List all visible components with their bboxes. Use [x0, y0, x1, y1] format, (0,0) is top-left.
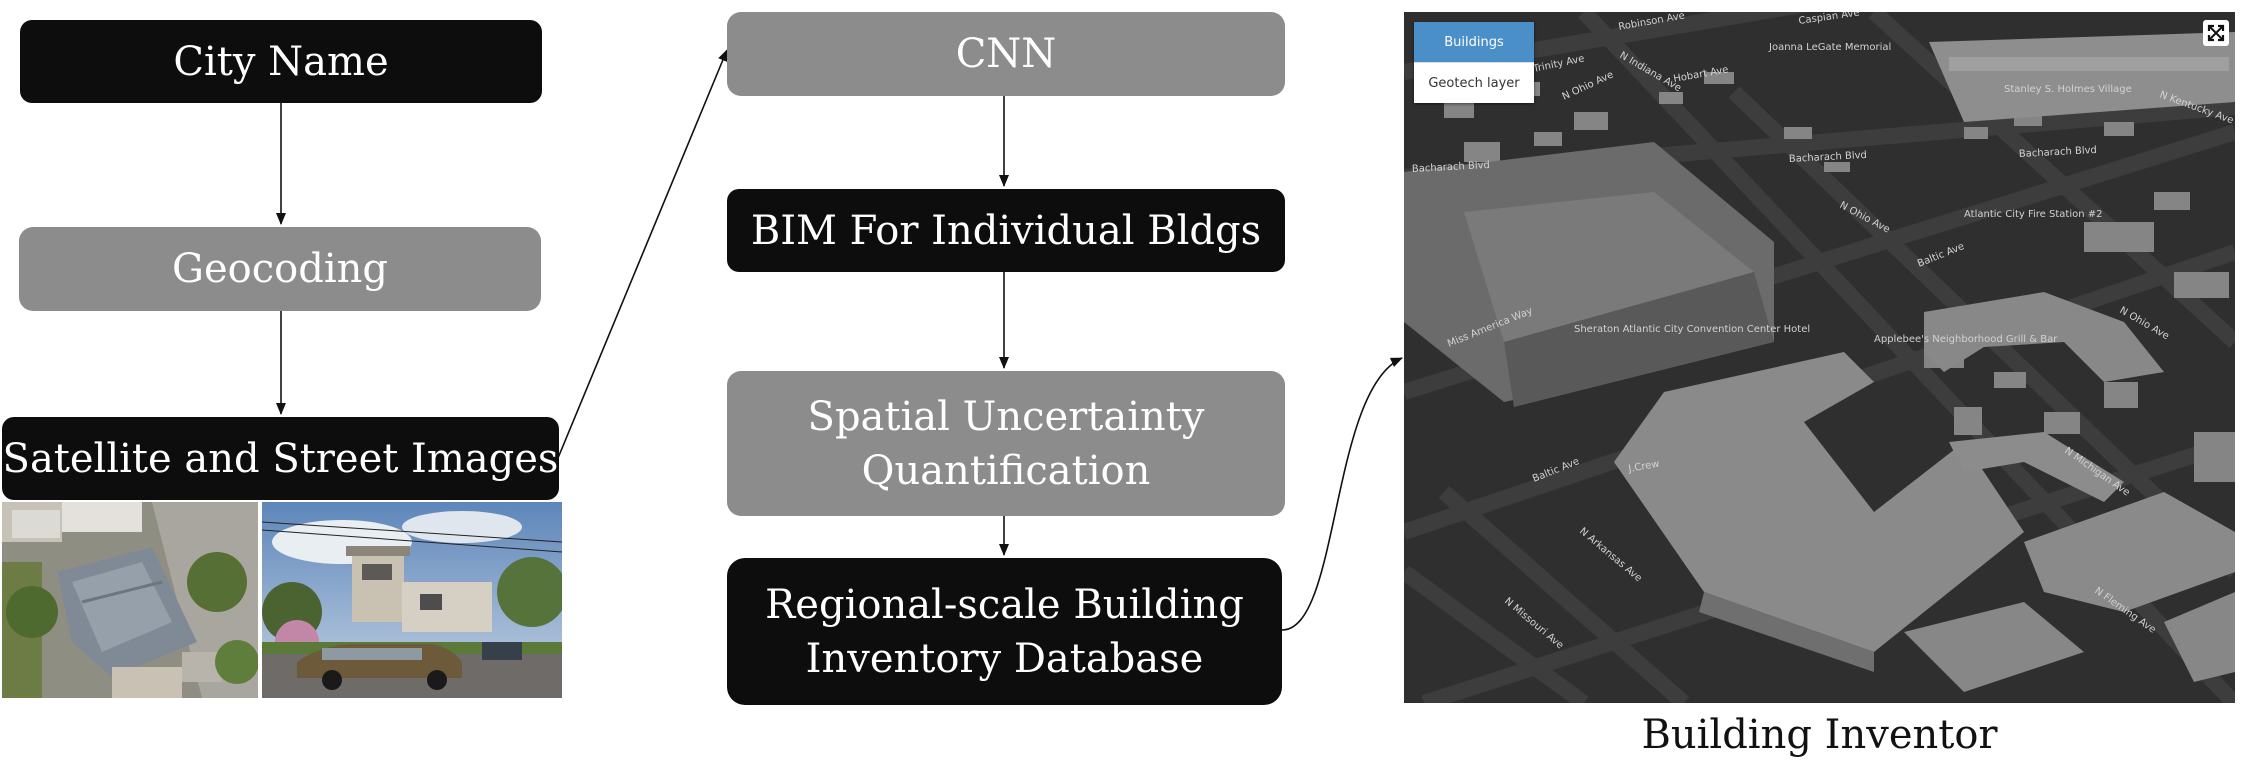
bim-label: BIM For Individual Bldgs [750, 207, 1262, 254]
layer-buildings-button[interactable]: Buildings [1414, 22, 1534, 62]
cnn-label: CNN [955, 31, 1057, 77]
map-label-joanna-legate-memorial: Joanna LeGate Memorial [1768, 42, 1891, 53]
city-name-box: City Name [20, 20, 542, 103]
map-caption: Building Inventor [1641, 712, 1998, 758]
fullscreen-icon [2207, 24, 2225, 42]
map-label-bacharach-blvd-left: Bacharach Blvd [1412, 160, 1491, 175]
map-label-sheraton-hotel: Sheraton Atlantic City Convention Center… [1574, 324, 1810, 335]
satellite-image [2, 502, 258, 698]
spatial-uncertainty-line1: Spatial Uncertainty [807, 393, 1205, 440]
map-label-bacharach-blvd-mid: Bacharach Blvd [1789, 150, 1868, 165]
map-canvas[interactable]: Robinson Ave Caspian Ave N Indiana Ave T… [1404, 12, 2235, 703]
street-view-image [262, 502, 562, 698]
building-map[interactable]: Robinson Ave Caspian Ave N Indiana Ave T… [1404, 12, 2235, 703]
map-label-bacharach-blvd-right: Bacharach Blvd [2019, 145, 2098, 160]
layer-switcher: Buildings Geotech layer [1414, 22, 1534, 103]
spatial-uncertainty-box: Spatial Uncertainty Quantification [727, 371, 1285, 516]
regional-inventory-line2: Inventory Database [805, 635, 1204, 682]
bim-box: BIM For Individual Bldgs [727, 189, 1285, 272]
geocoding-label: Geocoding [172, 246, 388, 292]
map-label-fire-station: Atlantic City Fire Station #2 [1964, 209, 2102, 220]
satellite-street-box: Satellite and Street Images [2, 417, 559, 500]
regional-inventory-box: Regional-scale Building Inventory Databa… [727, 558, 1282, 705]
map-label-stanley-holmes-village: Stanley S. Holmes Village [2004, 84, 2132, 95]
geocoding-box: Geocoding [19, 227, 541, 311]
map-label-applebees: Applebee's Neighborhood Grill & Bar [1874, 334, 2058, 345]
spatial-uncertainty-line2: Quantification [861, 447, 1151, 494]
cnn-box: CNN [727, 12, 1285, 96]
regional-inventory-line1: Regional-scale Building [765, 581, 1244, 628]
satellite-street-label: Satellite and Street Images [2, 435, 559, 482]
fullscreen-button[interactable] [2203, 20, 2229, 46]
arrow-images-to-cnn [557, 49, 728, 459]
layer-geotech-button[interactable]: Geotech layer [1414, 62, 1534, 103]
arrow-regional-to-map [1281, 357, 1403, 631]
city-name-label: City Name [173, 38, 389, 85]
